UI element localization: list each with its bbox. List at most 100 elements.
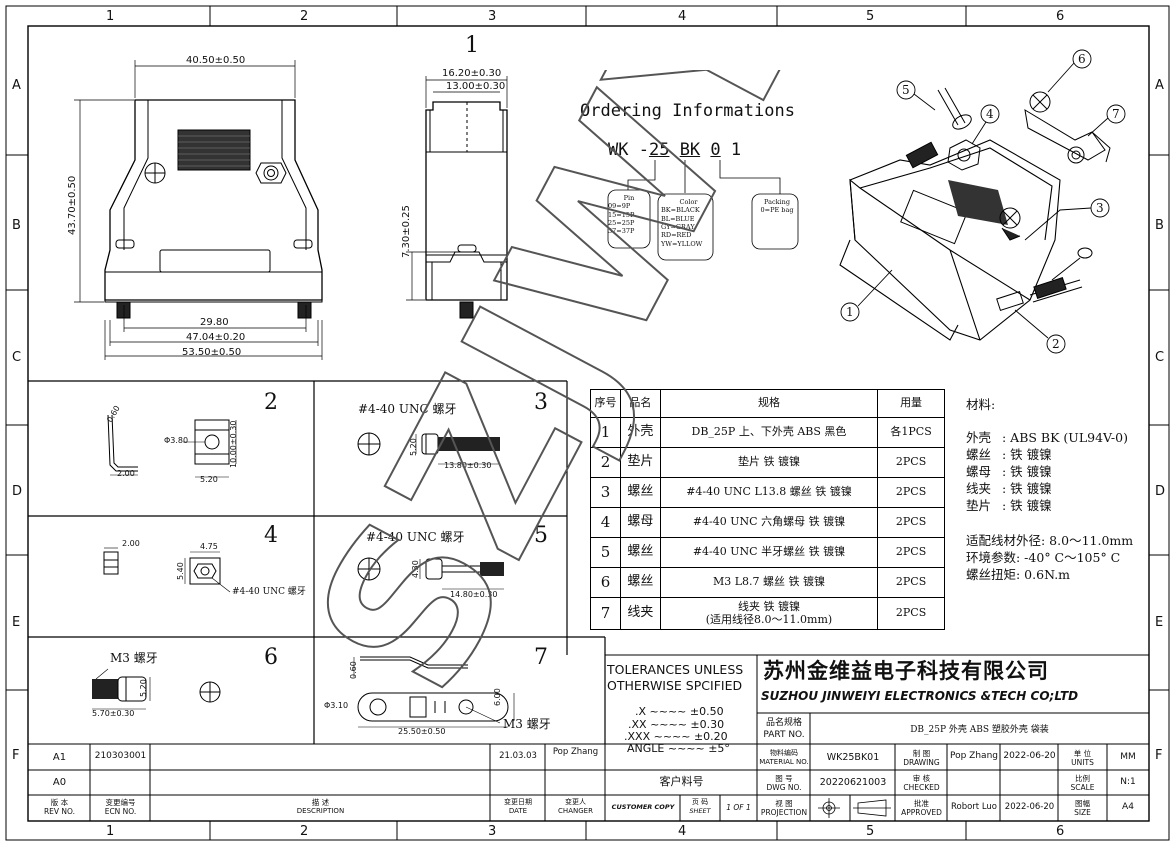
material-value: : ABS BK (UL94V-0)	[1002, 430, 1128, 445]
table-row: 5 螺丝 #4-40 UNC 半牙螺丝 铁 镀镍 2PCS	[590, 537, 945, 568]
d4-dim: 2.00	[122, 539, 140, 548]
pin-line: 37=37P	[608, 227, 635, 236]
callout-1: 1	[846, 305, 854, 319]
size-label-en: SIZE	[1074, 808, 1091, 817]
desc-header: 描 述	[311, 798, 330, 807]
zone-row-f: F	[12, 748, 20, 763]
table-row: 7 线夹 线夹 铁 镀镍 (适用线径8.0～11.0mm) 2PCS	[590, 597, 945, 630]
color-line: BL=BLUE	[661, 214, 695, 223]
detail-5-label: #4-40 UNC 螺牙	[366, 530, 465, 544]
zone-col-5-bottom: 5	[866, 824, 875, 839]
pin-line: 15=15P	[608, 210, 635, 219]
drawer: Pop Zhang	[950, 751, 998, 761]
row-no: 7	[590, 597, 621, 630]
zone-row-e-right: E	[1155, 615, 1164, 630]
detail-4-label: #4-40 UNC 螺牙	[232, 587, 306, 597]
d2-dim: 5.20	[200, 475, 218, 484]
company-name-cn: 苏州金维益电子科技有限公司	[763, 658, 1049, 683]
code-prefix: WK -	[608, 140, 649, 160]
table-row: 2 垫片 垫片 铁 镀镍 2PCS	[590, 447, 945, 478]
scale-label: 比例	[1075, 774, 1090, 783]
row-spec-note: (适用线径8.0～11.0mm)	[705, 612, 833, 626]
material-key: 线夹	[966, 481, 992, 496]
d3-dim: 13.80±0.30	[444, 461, 492, 470]
packing-box: Packing 0=PE bag	[754, 198, 800, 215]
pin-box-title: Pin	[623, 194, 635, 202]
customer-no-label: 客户料号	[659, 775, 704, 788]
approve-date: 2022-06-20	[1004, 802, 1055, 812]
material-no-label: 物料编码	[770, 749, 798, 757]
color-line: RD=RED	[661, 231, 692, 240]
approved-label: 批准	[914, 799, 929, 808]
material-key: 垫片	[966, 498, 992, 513]
detail-4-number: 4	[264, 523, 278, 548]
parts-table-header: 序号 品名 规格 用量	[590, 389, 945, 418]
date-header: 变更日期	[504, 798, 532, 806]
ordering-code: WK -25 BK 0 1	[608, 140, 741, 160]
pin-box: Pin 09=9P 15=15P 25=25P 37=37P	[608, 194, 650, 236]
zone-col-1: 1	[106, 9, 115, 24]
projection-label-en: PROJECTION	[760, 808, 808, 817]
d6-dim: 5.70±0.30	[92, 709, 135, 718]
company-name-en: SUZHOU JINWEIYI ELECTRONICS &TECH CO;LTD	[761, 689, 1079, 703]
desc-header-en: DESCRIPTION	[296, 807, 345, 815]
detail-4-drawing	[103, 547, 231, 593]
material-no-label-en: MATERIAL NO.	[759, 758, 809, 766]
approved-label-en: APPROVED	[901, 808, 942, 817]
d7-dim: 25.50±0.50	[398, 727, 446, 736]
code-suffix: 1	[730, 140, 742, 160]
scale-label-en: SCALE	[1070, 783, 1095, 792]
material-key: 螺母	[966, 464, 992, 479]
header-qty: 用量	[877, 389, 945, 418]
material-note: 螺丝扭矩: 0.6N.m	[966, 567, 1071, 582]
zone-col-5: 5	[866, 9, 875, 24]
detail-6-drawing	[92, 668, 221, 710]
color-line: YW=YLLOW	[661, 239, 703, 248]
callout-6: 6	[1078, 52, 1086, 66]
row-name: 螺丝	[619, 537, 661, 568]
color-line: GY=GRAY	[661, 222, 695, 231]
detail-5-drawing	[357, 557, 504, 590]
rev-header: 版 本	[50, 798, 69, 807]
d7-dim: Φ3.10	[324, 701, 349, 710]
size-value: A4	[1122, 802, 1134, 812]
date-header-en: DATE	[508, 807, 528, 815]
color-box: Color BK=BLACK BL=BLUE GY=GRAY RD=RED YW…	[661, 198, 716, 248]
zone-col-3: 3	[488, 9, 497, 24]
callout-2: 2	[1052, 337, 1060, 351]
material-note: 环境参数: -40° C～105° C	[966, 550, 1121, 565]
material-value: : 铁 镀镍	[1002, 498, 1052, 513]
callout-4: 4	[986, 107, 994, 121]
changer-header: 变更人	[565, 798, 586, 806]
detail-7-label: M3 螺牙	[503, 717, 551, 731]
part-name-label: 品名规格	[765, 718, 802, 728]
changer-a1: Pop Zhang	[552, 747, 599, 757]
callout-7: 7	[1112, 107, 1120, 121]
detail-7-drawing	[353, 656, 515, 728]
row-no: 2	[590, 447, 621, 478]
rev-header-en: REV NO.	[43, 807, 76, 816]
row-spec: 线夹 铁 镀镍	[737, 599, 800, 613]
code-pin: 25	[648, 140, 670, 160]
ecn-header-en: ECN NO.	[104, 807, 137, 816]
dwg-no-label-en: DWG NO.	[766, 783, 802, 792]
material-row: 螺母: 铁 镀镍	[966, 461, 1052, 480]
row-spec: M3 L8.7 螺丝 铁 镀镍	[659, 567, 879, 598]
row-spec: #4-40 UNC L13.8 螺丝 铁 镀镍	[659, 477, 879, 508]
code-color: BK	[679, 140, 701, 160]
row-spec: #4-40 UNC 半牙螺丝 铁 镀镍	[659, 537, 879, 568]
material-key: 外壳	[966, 430, 992, 445]
d2-dim: 2.00	[117, 469, 135, 478]
table-row: 4 螺母 #4-40 UNC 六角螺母 铁 镀镍 2PCS	[590, 507, 945, 538]
part-name: DB_25P 外壳 ABS 塑胶外壳 袋装	[910, 725, 1049, 735]
row-spec: DB_25P 上、下外壳 ABS 黑色	[659, 417, 879, 448]
color-box-title: Color	[679, 198, 698, 206]
material-row: 线夹: 铁 镀镍	[966, 478, 1052, 497]
dim-inner: 29.80	[200, 317, 229, 328]
detail-6-label: M3 螺牙	[110, 651, 158, 665]
detail-3-number: 3	[534, 390, 548, 415]
checked-label: 审 核	[912, 774, 931, 783]
zone-col-1-bottom: 1	[106, 824, 115, 839]
